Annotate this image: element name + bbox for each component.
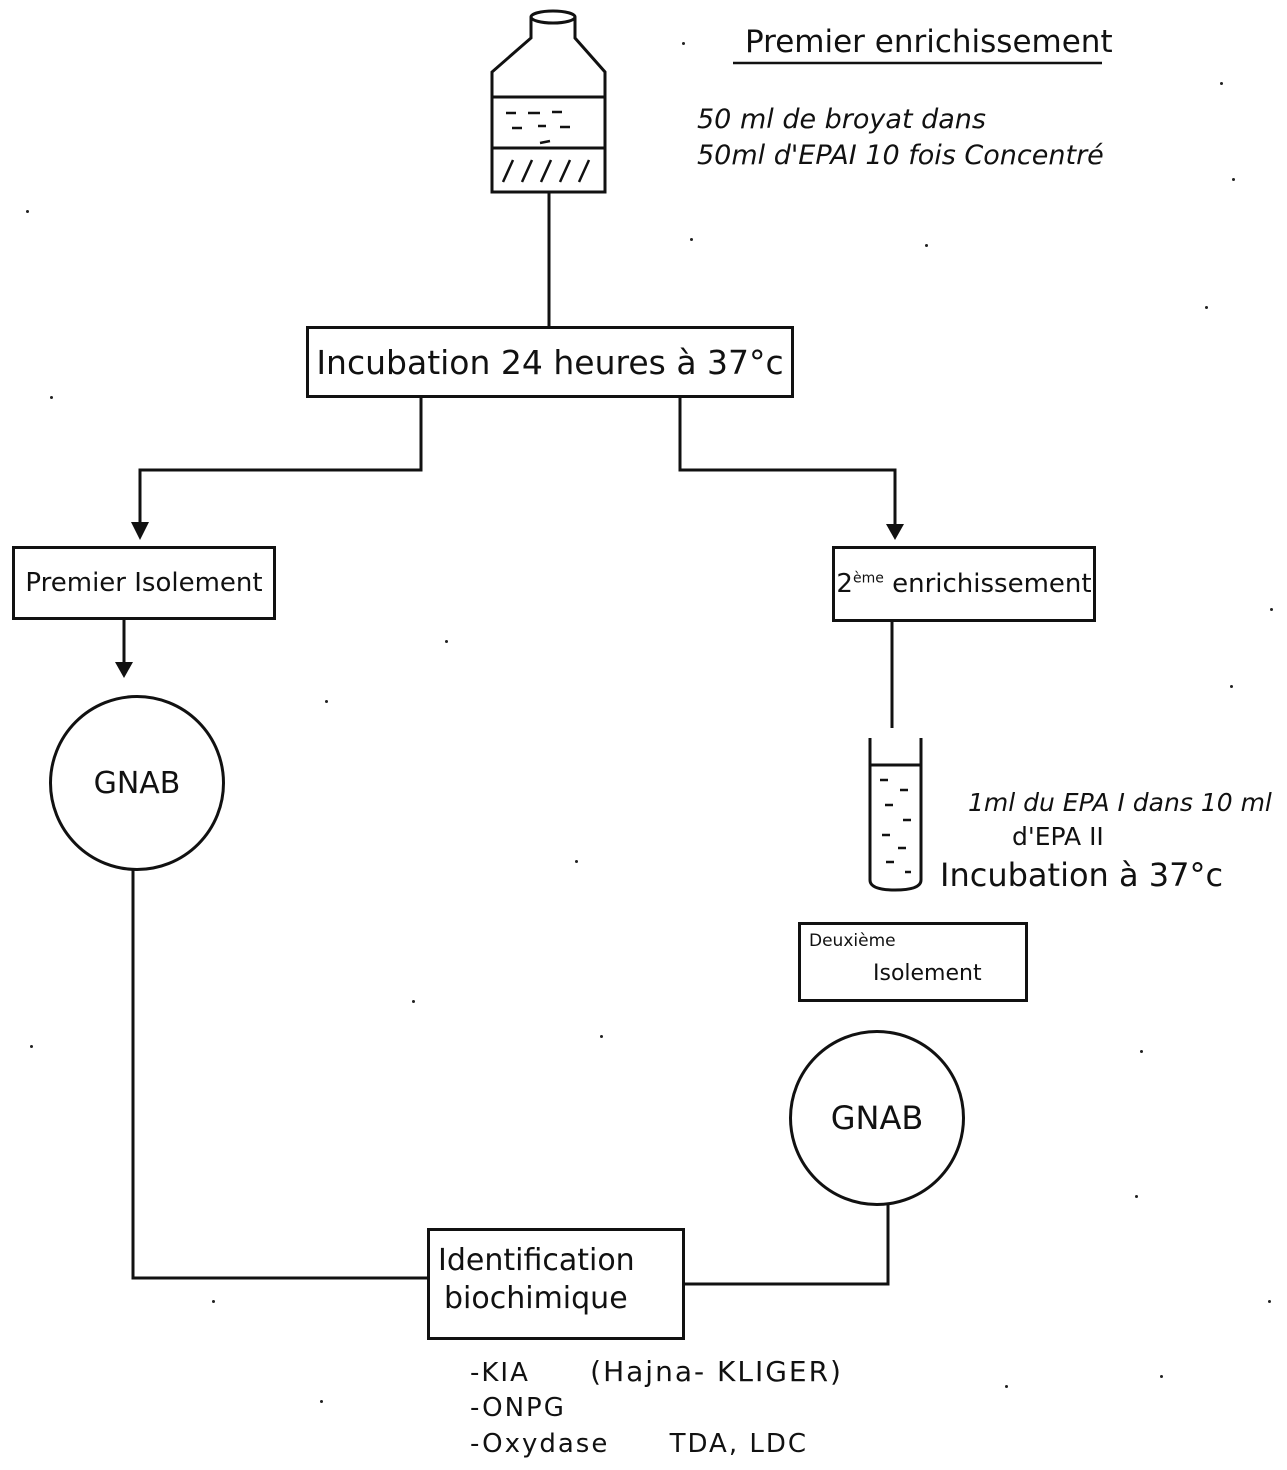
deuxieme-enrichissement-label: 2ème enrichissement [836, 569, 1091, 599]
bottle-note-line2: 50ml d'EPAI 10 fois Concentré [697, 140, 1104, 171]
enrichissement-number: 2 [836, 569, 853, 599]
scan-speck [1232, 178, 1235, 181]
scan-speck [320, 1400, 323, 1403]
identification-line2: biochimique [444, 1281, 628, 1316]
test-item-oxydase: -Oxydase TDA, LDC [470, 1429, 940, 1467]
scan-speck [600, 1035, 603, 1038]
scan-speck [682, 42, 685, 45]
test-name: -KIA [470, 1358, 530, 1388]
gnab-plate-left-label: GNAB [94, 766, 181, 801]
tube-note-line1: 1ml du EPA I dans 10 ml [968, 788, 1272, 817]
scan-speck [1205, 306, 1208, 309]
test-tube-icon [870, 738, 921, 890]
deuxieme-isolement-box: Deuxième Isolement [798, 922, 1028, 1002]
scan-speck [445, 640, 448, 643]
test-detail: TDA, LDC [670, 1429, 808, 1459]
gnab-plate-right-label: GNAB [831, 1099, 924, 1137]
scan-speck [575, 860, 578, 863]
premier-isolement-box: Premier Isolement [12, 546, 276, 620]
scan-speck [30, 1045, 33, 1048]
gnab-plate-right: GNAB [789, 1030, 965, 1206]
premier-isolement-label: Premier Isolement [25, 568, 262, 598]
scan-speck [1270, 608, 1273, 611]
incubation-box: Incubation 24 heures à 37°c [306, 326, 794, 398]
scan-speck [1220, 82, 1223, 85]
test-name: -ONPG [470, 1393, 566, 1423]
enrichissement-superscript: ème [853, 570, 884, 586]
identification-line1: Identification [438, 1243, 635, 1278]
tests-list: -KIA (Hajna- KLIGER) -ONPG -Oxydase TDA,… [470, 1355, 940, 1467]
test-detail: (Hajna- KLIGER) [590, 1355, 843, 1388]
deuxieme-enrichissement-box: 2ème enrichissement [832, 546, 1096, 622]
identification-box: Identification biochimique [427, 1228, 685, 1340]
scan-speck [1135, 1195, 1138, 1198]
incubation-label: Incubation 24 heures à 37°c [316, 343, 783, 382]
bottle-note-line1: 50 ml de broyat dans [697, 104, 986, 135]
scan-speck [1005, 1385, 1008, 1388]
scan-speck [50, 396, 53, 399]
test-name: -Oxydase [470, 1429, 609, 1459]
scan-speck [1230, 685, 1233, 688]
bottle-icon [492, 11, 605, 192]
tube-note-line2: d'EPA II [1012, 822, 1104, 851]
scan-speck [1140, 1050, 1143, 1053]
test-item-onpg: -ONPG [470, 1393, 940, 1429]
tube-note-line3: Incubation à 37°c [940, 856, 1223, 894]
scan-speck [212, 1300, 215, 1303]
scan-speck [925, 244, 928, 247]
deuxieme-isolement-line2: Isolement [873, 961, 982, 986]
test-item-kia: -KIA (Hajna- KLIGER) [470, 1355, 940, 1393]
scan-speck [690, 238, 693, 241]
title-premier-enrichissement: Premier enrichissement [745, 24, 1113, 60]
scan-speck [1160, 1375, 1163, 1378]
enrichissement-text: enrichissement [892, 569, 1091, 599]
deuxieme-isolement-line1: Deuxième [809, 931, 896, 951]
scan-speck [325, 700, 328, 703]
gnab-plate-left: GNAB [49, 695, 225, 871]
scan-speck [1268, 1300, 1271, 1303]
scan-speck [26, 210, 29, 213]
scan-speck [412, 1000, 415, 1003]
